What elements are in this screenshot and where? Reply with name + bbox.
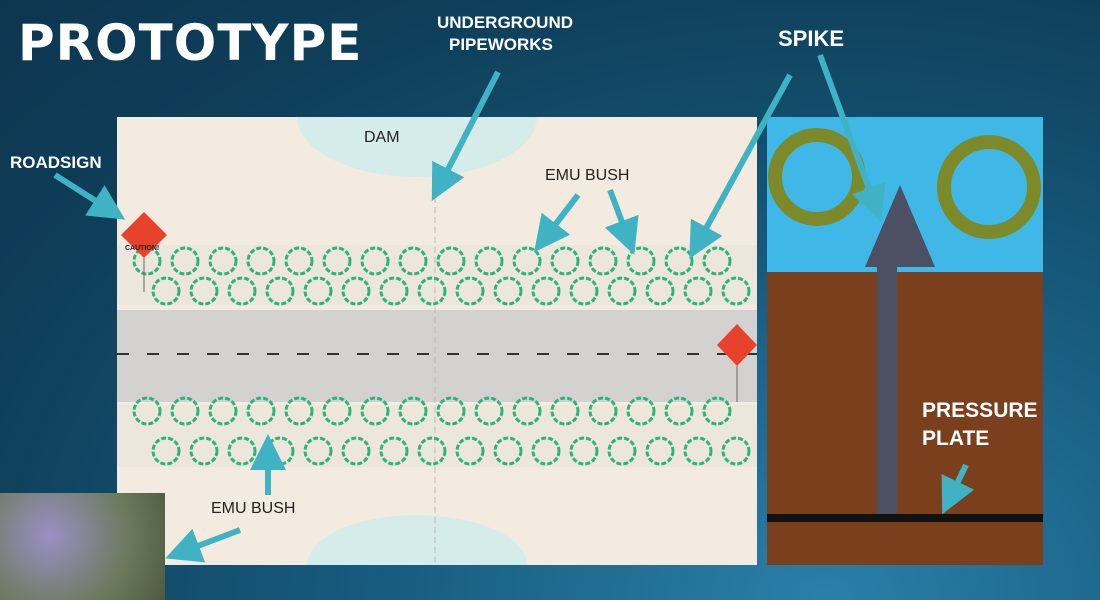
slide-title: PROTOTYPE <box>18 14 363 72</box>
label-line: UNDERGROUND <box>437 13 573 32</box>
label-line: PIPEWORKS <box>449 35 553 54</box>
roadsign-left <box>121 212 167 292</box>
emu-bush <box>151 276 181 306</box>
emu-bush <box>683 276 713 306</box>
road-drawing-art <box>117 117 757 565</box>
emu-bush <box>341 276 371 306</box>
emu-bush <box>512 246 542 276</box>
label-dam: DAM <box>364 129 400 146</box>
road-drawing: CAUTION! DAM EMU BUSH EMU BUSH <box>117 117 757 565</box>
emu-bush <box>569 276 599 306</box>
emu-bush <box>569 436 599 466</box>
emu-bush <box>588 246 618 276</box>
sign-text: CAUTION! <box>125 245 160 252</box>
tree <box>937 135 1041 239</box>
emu-bush <box>322 396 352 426</box>
emu-bush <box>721 436 751 466</box>
top-verge <box>117 245 757 305</box>
dam-top <box>297 117 537 177</box>
emu-bush <box>360 396 390 426</box>
emu-bush <box>322 246 352 276</box>
emu-bush <box>664 246 694 276</box>
spike-art <box>767 117 1043 565</box>
emu-bush <box>436 246 466 276</box>
emu-bush <box>607 436 637 466</box>
label-line: PLATE <box>922 427 990 450</box>
emu-bush <box>227 276 257 306</box>
emu-bush <box>626 396 656 426</box>
emu-bush <box>246 396 276 426</box>
emu-bush <box>360 246 390 276</box>
emu-bush <box>189 436 219 466</box>
emu-bush <box>417 276 447 306</box>
emu-bush <box>208 246 238 276</box>
emu-bush <box>398 246 428 276</box>
label-underground-pipeworks: UNDERGROUND PIPEWORKS <box>437 12 573 56</box>
label-pressure-plate: PRESSURE PLATE <box>922 397 1038 453</box>
emu-bush <box>246 246 276 276</box>
emu-bush <box>721 276 751 306</box>
label-roadsign: ROADSIGN <box>10 153 102 172</box>
label-emu-bush-top: EMU BUSH <box>545 167 630 184</box>
emu-bush <box>455 276 485 306</box>
emu-bush <box>436 396 466 426</box>
emu-bush <box>626 246 656 276</box>
emu-bush <box>531 276 561 306</box>
spike-shaft <box>877 267 897 515</box>
emu-bush <box>550 396 580 426</box>
label-spike: SPIKE <box>778 26 845 51</box>
emu-bush <box>588 396 618 426</box>
emu-bush <box>474 396 504 426</box>
emu-bush <box>379 276 409 306</box>
emu-bush <box>512 396 542 426</box>
emu-bush <box>284 396 314 426</box>
emu-bush <box>531 436 561 466</box>
emu-bush <box>170 246 200 276</box>
label-line: PRESSURE <box>922 399 1038 422</box>
emu-bush <box>208 396 238 426</box>
spike-cross-section: PRESSURE PLATE <box>767 117 1043 565</box>
roadsign-right <box>717 324 757 402</box>
emu-bush <box>493 276 523 306</box>
emu-bush <box>683 436 713 466</box>
emu-bush-photo <box>0 493 165 600</box>
emu-bush <box>379 436 409 466</box>
emu-bush <box>474 246 504 276</box>
emu-bush <box>417 436 447 466</box>
emu-bush <box>170 396 200 426</box>
emu-bush <box>398 396 428 426</box>
emu-bush <box>341 436 371 466</box>
pressure-plate <box>767 514 1043 522</box>
emu-bush <box>189 276 219 306</box>
emu-bush <box>607 276 637 306</box>
emu-bush <box>284 246 314 276</box>
emu-bush <box>151 436 181 466</box>
emu-bush <box>645 276 675 306</box>
emu-bush <box>493 436 523 466</box>
spike-head <box>865 185 935 267</box>
road <box>117 310 757 402</box>
emu-bush <box>702 396 732 426</box>
label-emu-bush-bottom: EMU BUSH <box>211 500 296 517</box>
dam-bottom <box>307 515 527 565</box>
emu-bush <box>303 276 333 306</box>
emu-bush <box>303 436 333 466</box>
emu-bush <box>132 396 162 426</box>
emu-bush <box>645 436 675 466</box>
emu-bush <box>265 276 295 306</box>
emu-bush <box>664 396 694 426</box>
arrow-roadsign <box>53 172 126 220</box>
emu-bush <box>455 436 485 466</box>
bottom-verge <box>117 405 757 467</box>
